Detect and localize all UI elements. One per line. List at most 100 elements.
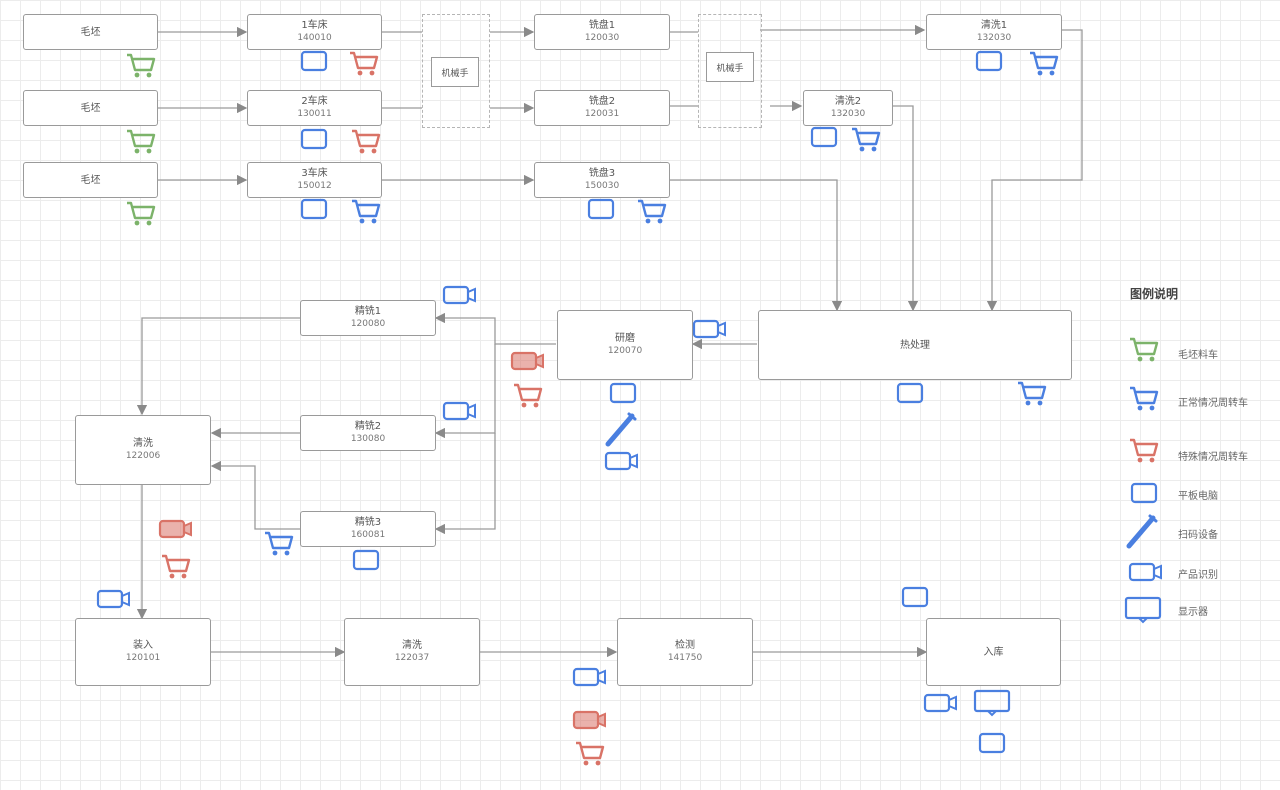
tablet-icon: [901, 586, 929, 612]
node-code: 120031: [584, 109, 620, 119]
legend-monitor-icon: [1124, 596, 1162, 628]
edge-mill3-heat: [670, 179, 843, 312]
node-raw3[interactable]: 毛坯: [23, 162, 158, 198]
legend-red-cart-icon: [1128, 437, 1160, 469]
monitor-icon: [973, 689, 1011, 721]
edge-fine3-clean: [210, 460, 300, 530]
cart-icon: [512, 382, 544, 414]
legend-label-scanner: 扫码设备: [1178, 530, 1218, 541]
camera-icon: [510, 350, 546, 376]
cart-icon: [636, 198, 668, 230]
node-raw1[interactable]: 毛坯: [23, 14, 158, 50]
legend-label-blue-cart: 正常情况周转车: [1178, 398, 1248, 409]
node-label: 研磨: [615, 333, 635, 344]
node-raw2[interactable]: 毛坯: [23, 90, 158, 126]
node-label: 铣盘1: [588, 20, 616, 31]
tablet-icon: [300, 50, 328, 76]
node-label: 毛坯: [80, 174, 101, 186]
node-car3[interactable]: 3车床 150012: [247, 162, 382, 198]
edge-grind-fine3: [434, 433, 496, 535]
edge-fine1-clean: [136, 317, 300, 416]
node-fine3[interactable]: 精铣3 160081: [300, 511, 436, 547]
node-label: 铣盘3: [588, 168, 616, 179]
node-fine2[interactable]: 精铣2 130080: [300, 415, 436, 451]
tablet-icon: [975, 50, 1003, 76]
legend-green-cart-icon: [1128, 336, 1160, 368]
node-mh1[interactable]: 机械手: [431, 57, 479, 87]
edge-grind-fine1: [434, 312, 556, 345]
legend-label-camera: 产品识别: [1178, 570, 1218, 581]
legend-tablet-icon: [1130, 482, 1158, 508]
legend-label-tablet: 平板电脑: [1178, 491, 1218, 502]
node-label: 精铣2: [354, 421, 382, 432]
node-label: 精铣1: [354, 306, 382, 317]
cart-icon: [574, 740, 606, 772]
node-label: 2车床: [301, 96, 328, 107]
node-code: 130080: [350, 434, 386, 444]
legend-camera-icon: [1128, 561, 1164, 587]
node-code: 132030: [976, 33, 1012, 43]
node-label: 入库: [983, 646, 1004, 658]
camera-icon: [604, 450, 640, 476]
node-label: 毛坯: [80, 26, 101, 38]
camera-icon: [572, 666, 608, 692]
node-wash1[interactable]: 清洗1 132030: [926, 14, 1062, 50]
camera-icon: [692, 318, 728, 344]
tablet-icon: [300, 198, 328, 224]
node-label: 机械手: [716, 63, 744, 74]
node-code: 122006: [125, 451, 161, 461]
node-heat[interactable]: 热处理: [758, 310, 1072, 380]
node-label: 精铣3: [354, 517, 382, 528]
cart-icon: [125, 52, 157, 84]
node-label: 3车床: [301, 168, 328, 179]
camera-icon: [442, 284, 478, 310]
node-code: 160081: [350, 530, 386, 540]
node-label: 机械手: [441, 68, 469, 79]
node-mh2[interactable]: 机械手: [706, 52, 754, 82]
tablet-icon: [587, 198, 615, 224]
cart-icon: [850, 126, 882, 158]
tablet-icon: [300, 128, 328, 154]
camera-icon: [442, 400, 478, 426]
robot-zone-1: [422, 14, 490, 128]
robot-zone-2: [698, 14, 762, 128]
legend-label-monitor: 显示器: [1178, 607, 1208, 618]
legend-label-red-cart: 特殊情况周转车: [1178, 452, 1248, 463]
node-wash2[interactable]: 清洗2 132030: [803, 90, 893, 126]
node-code: 140010: [297, 33, 332, 43]
node-mill2[interactable]: 铣盘2 120031: [534, 90, 670, 126]
tablet-icon: [609, 382, 637, 408]
node-code: 132030: [830, 109, 866, 119]
legend-title: 图例说明: [1130, 287, 1179, 301]
node-label: 装入: [133, 640, 153, 651]
legend-blue-cart-icon: [1128, 385, 1160, 417]
node-label: 清洗: [402, 640, 422, 651]
node-label: 热处理: [900, 339, 930, 351]
cart-icon: [125, 128, 157, 160]
node-label: 毛坯: [80, 102, 101, 114]
scanner-icon: [604, 410, 638, 452]
cart-icon: [1028, 50, 1060, 82]
tablet-icon: [352, 549, 380, 575]
node-clean[interactable]: 清洗 122006: [75, 415, 211, 485]
node-code: 150012: [297, 181, 332, 191]
tablet-icon: [978, 732, 1006, 758]
node-label: 清洗1: [980, 20, 1008, 31]
camera-icon: [923, 692, 959, 718]
node-label: 清洗2: [834, 96, 862, 107]
camera-icon: [96, 588, 132, 614]
legend-label-green-cart: 毛坯料车: [1178, 350, 1218, 361]
node-label: 清洗: [133, 438, 153, 449]
node-label: 铣盘2: [588, 96, 616, 107]
node-store[interactable]: 入库: [926, 618, 1061, 686]
